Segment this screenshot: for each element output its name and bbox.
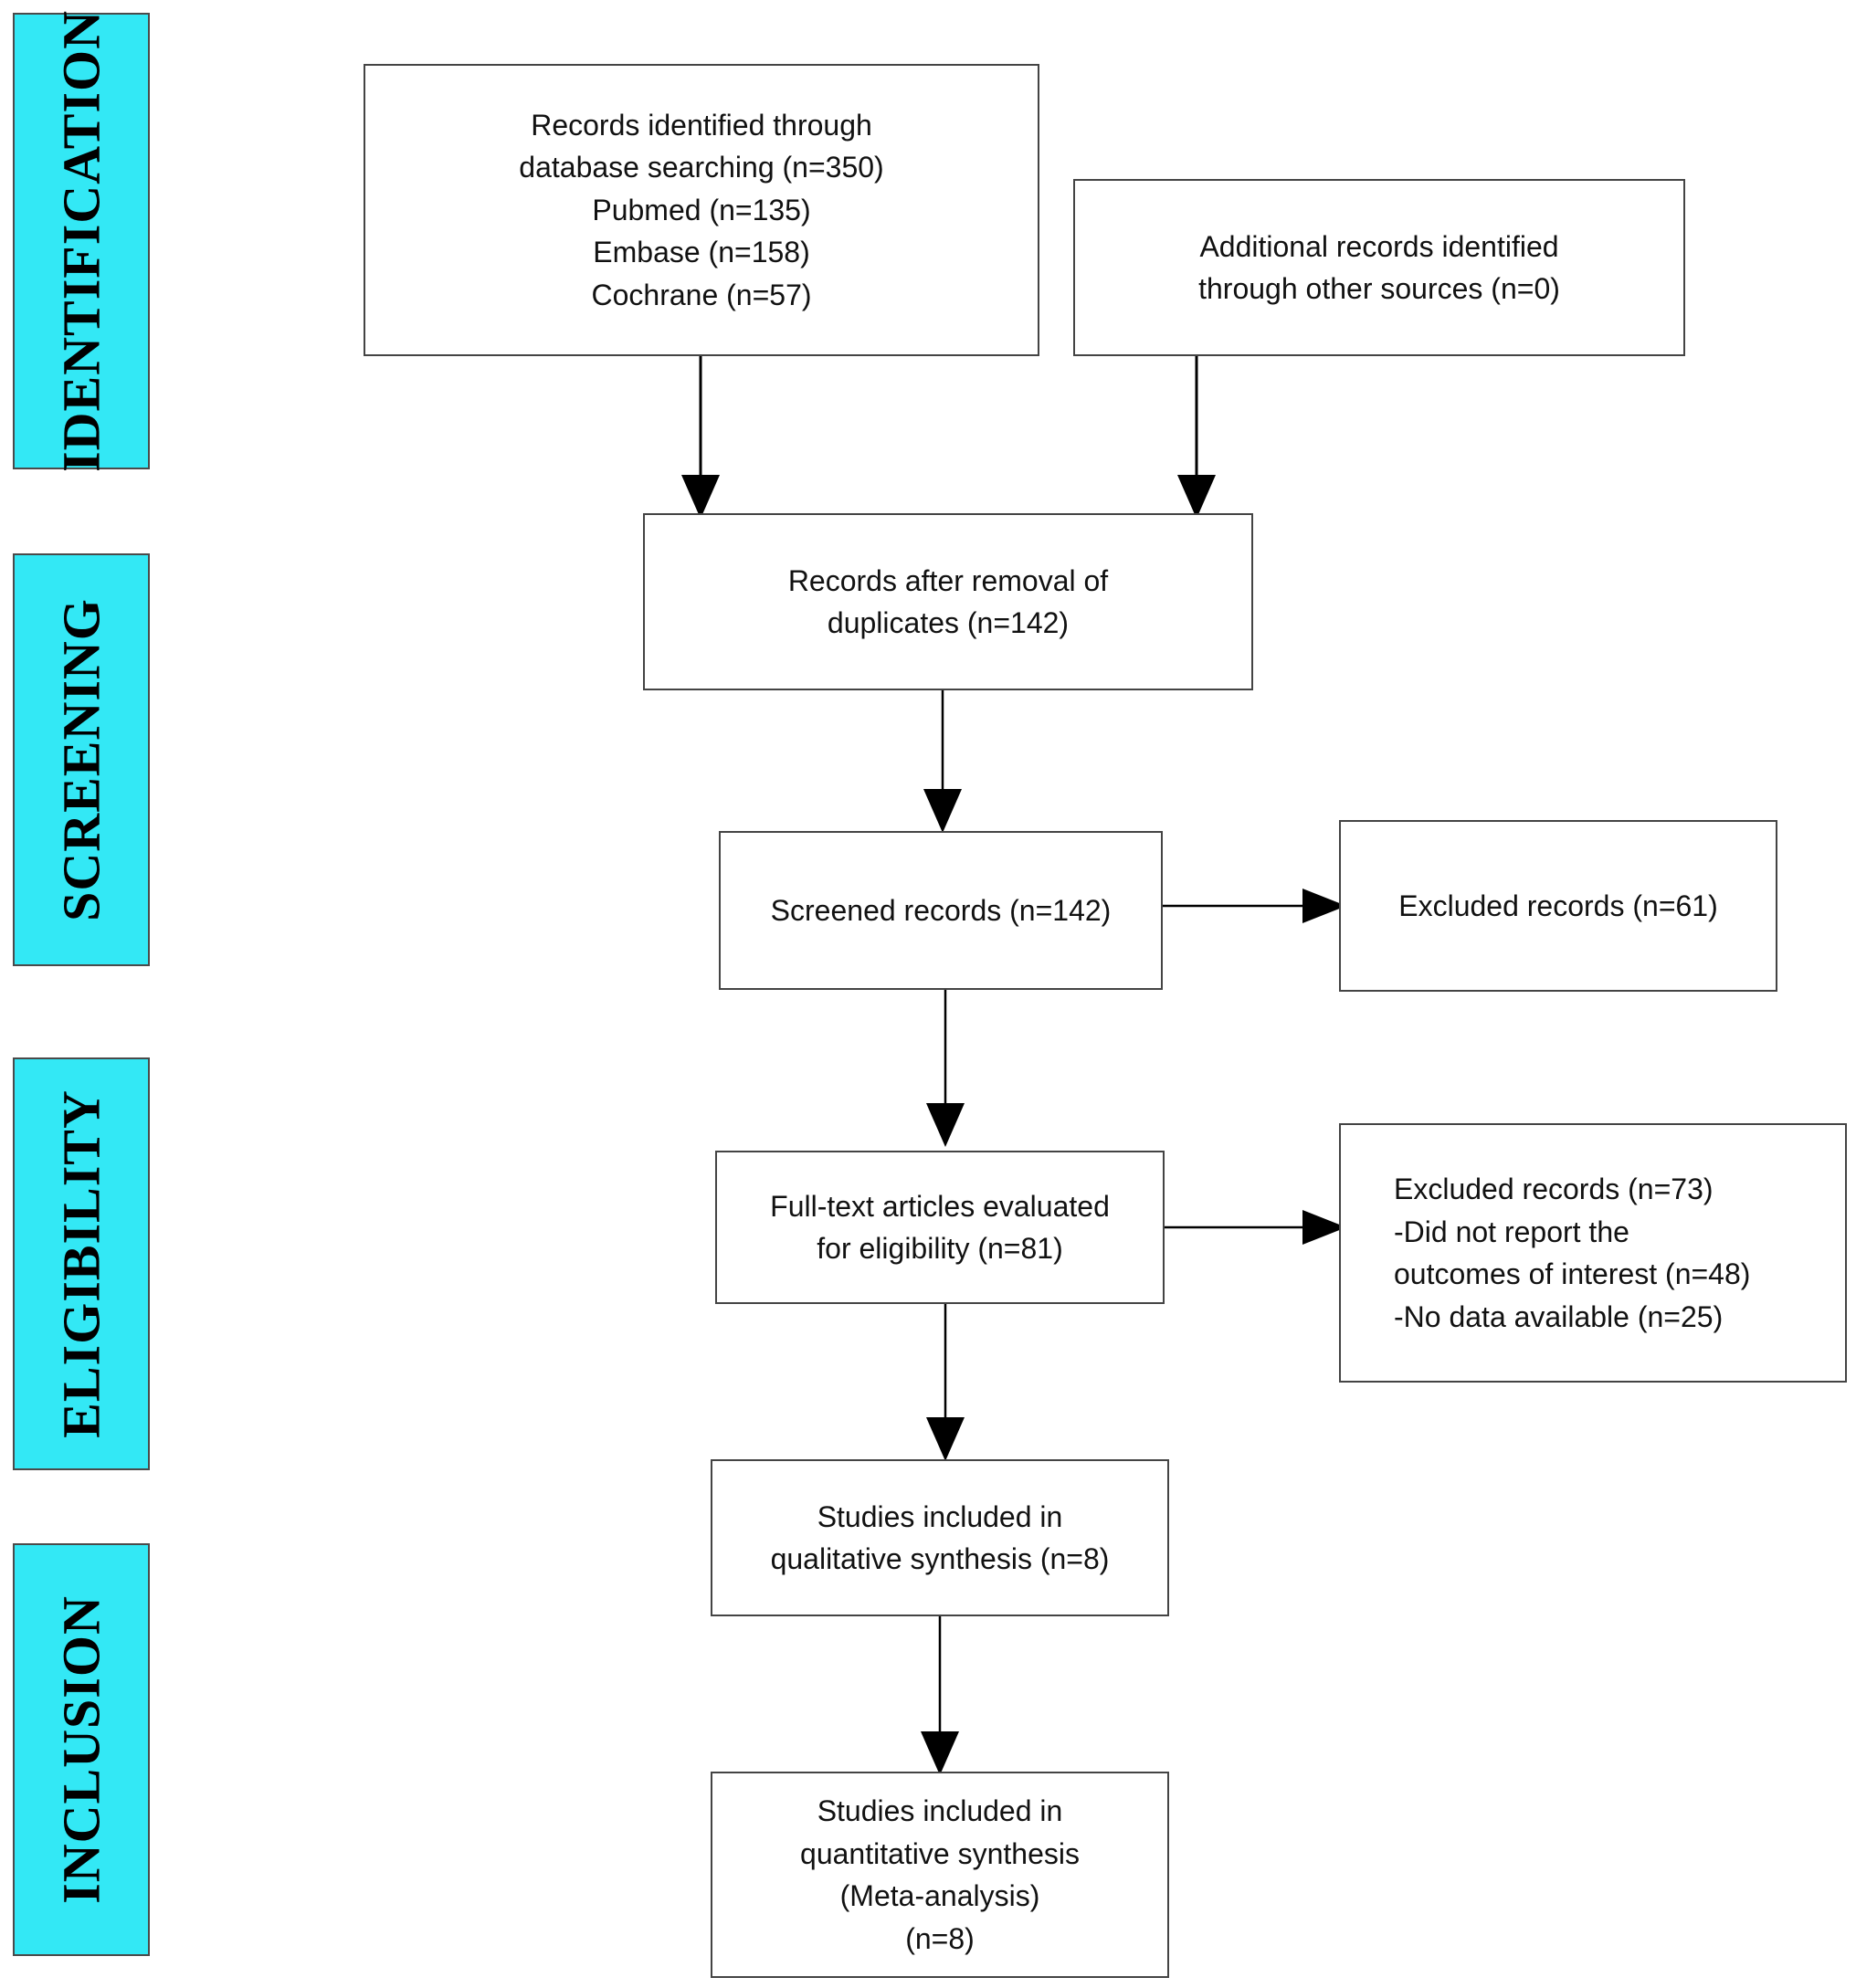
- box-line: Full-text articles evaluated: [770, 1189, 1110, 1223]
- box-line: Records identified through: [531, 108, 872, 142]
- box-qualitative-synthesis: Studies included in qualitative synthesi…: [711, 1459, 1169, 1616]
- box-screened-records: Screened records (n=142): [719, 831, 1163, 990]
- arrowhead-duplicates-to-screened: [923, 789, 962, 833]
- box-line: through other sources (n=0): [1198, 272, 1560, 305]
- arrowhead-fulltext-to-qualitative: [926, 1417, 965, 1461]
- box-line: qualitative synthesis (n=8): [770, 1542, 1110, 1575]
- box-line: database searching (n=350): [519, 151, 884, 184]
- box-line: Excluded records (n=73): [1394, 1173, 1714, 1205]
- stage-identification: IDENTIFICATION: [13, 10, 150, 472]
- box-line: Excluded records (n=61): [1398, 889, 1718, 922]
- box-line: Records after removal of: [787, 563, 1109, 597]
- box-line: Cochrane (n=57): [591, 278, 812, 311]
- box-line: Studies included in: [817, 1499, 1063, 1533]
- box-line: duplicates (n=142): [827, 606, 1070, 639]
- stage-inclusion: INCLUSION: [13, 1543, 150, 1956]
- box-line: quantitative synthesis: [800, 1836, 1080, 1870]
- box-line: (Meta-analysis): [839, 1879, 1040, 1912]
- box-line: -No data available (n=25): [1394, 1299, 1724, 1333]
- box-excluded-fulltext: Excluded records (n=73) -Did not report …: [1339, 1123, 1847, 1383]
- box-line: Studies included in: [817, 1794, 1063, 1827]
- arrowhead-qualitative-to-quantitative: [921, 1731, 959, 1775]
- box-other-sources: Additional records identified through ot…: [1073, 179, 1685, 356]
- arrowhead-screened-to-excluded: [1302, 889, 1346, 923]
- box-excluded-screening: Excluded records (n=61): [1339, 820, 1777, 992]
- arrowhead-fulltext-to-excluded: [1302, 1210, 1346, 1245]
- stage-eligibility: ELIGIBILITY: [13, 1057, 150, 1470]
- box-line: Additional records identified: [1199, 229, 1559, 263]
- box-line: Screened records (n=142): [770, 893, 1112, 927]
- arrowhead-screened-to-fulltext: [926, 1103, 965, 1147]
- box-after-duplicates: Records after removal of duplicates (n=1…: [643, 513, 1253, 690]
- box-line: for eligibility (n=81): [817, 1232, 1063, 1265]
- stage-screening: SCREENING: [13, 553, 150, 966]
- box-line: -Did not report the: [1394, 1215, 1629, 1248]
- box-quantitative-synthesis: Studies included in quantitative synthes…: [711, 1772, 1169, 1978]
- box-line: outcomes of interest (n=48): [1394, 1257, 1751, 1290]
- box-database-search: Records identified through database sear…: [364, 64, 1039, 356]
- box-line: Pubmed (n=135): [592, 193, 811, 226]
- box-line: Embase (n=158): [593, 236, 810, 269]
- arrowhead-database-to-duplicates: [681, 475, 720, 519]
- box-line: (n=8): [905, 1921, 975, 1955]
- box-fulltext-eligibility: Full-text articles evaluated for eligibi…: [715, 1151, 1165, 1304]
- arrowhead-other-to-duplicates: [1177, 475, 1216, 519]
